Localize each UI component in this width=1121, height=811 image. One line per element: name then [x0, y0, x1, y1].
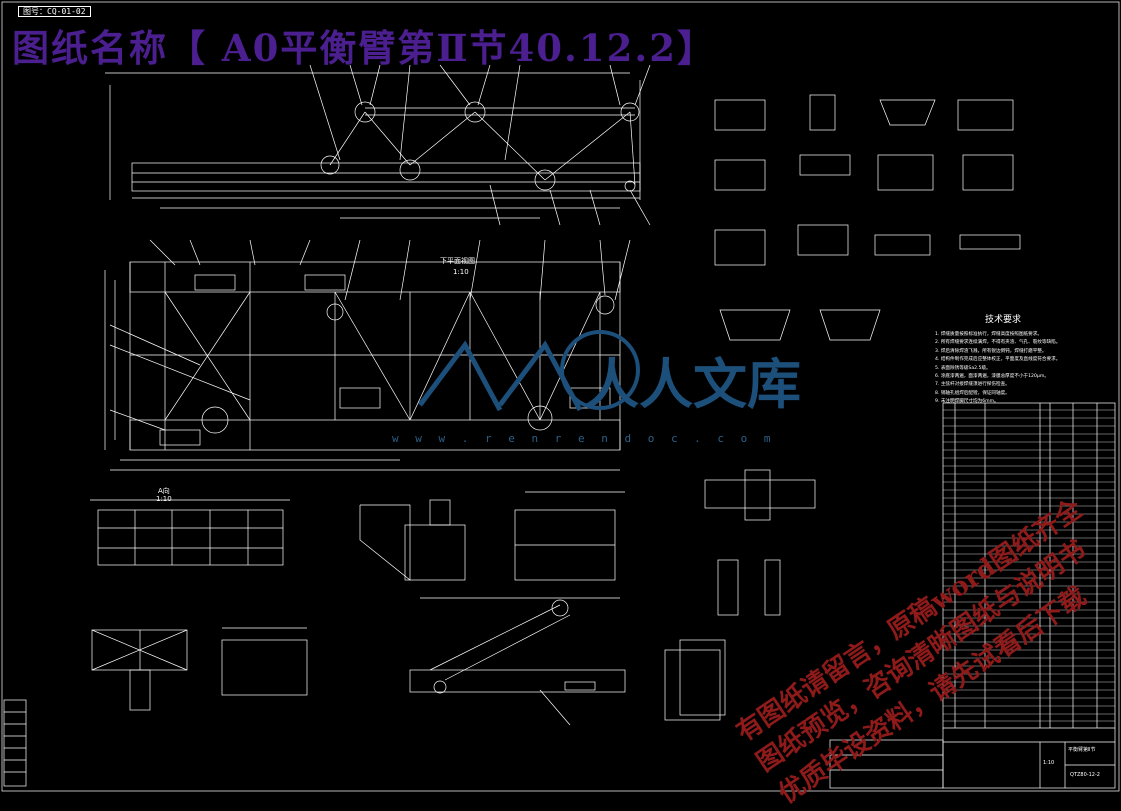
- revision-block: [3, 699, 27, 787]
- tech-note: 6. 涂底漆两遍，面漆两遍，漆膜总厚度不小于120μm。: [935, 374, 1049, 380]
- url-watermark: w w w . r e n r e n d o c . c o m: [392, 432, 776, 445]
- section-views: [664, 94, 1021, 721]
- drawing-title: 图纸名称【 A0平衡臂第Ⅱ节40.12.2】: [12, 26, 717, 70]
- title-strip: [829, 739, 944, 789]
- tech-note: 2. 所有焊缝要求连续满焊，不得有夹渣、气孔、裂纹等缺陷。: [935, 340, 1061, 346]
- title-block-drawing-no: QTZ80-12-2: [1070, 772, 1100, 778]
- tech-note: 5. 表面除锈等级Sa2.5级。: [935, 365, 991, 371]
- plan-view: [104, 239, 631, 471]
- a-view-scale: 1:10: [156, 495, 172, 503]
- plan-view-label: 下平面视图: [440, 257, 475, 265]
- tech-note: 9. 未注明焊脚尺寸均为6mm。: [935, 399, 999, 405]
- tech-note: 1. 焊缝质量按照标准执行，焊缝高度按照图纸要求。: [935, 332, 1042, 337]
- drawing-border: [1, 1, 1120, 792]
- tech-requirements-title: 技术要求: [985, 315, 1022, 325]
- parts-list-rows: [943, 409, 1115, 722]
- drawing-linework: [1, 1, 1120, 792]
- tech-note: 4. 结构件制作完成后应整体校正，平面度及直线度符合要求。: [935, 357, 1061, 363]
- brand-logo-watermark: [418, 330, 640, 412]
- tech-requirements-list: 1. 焊缝质量按照标准执行，焊缝高度按照图纸要求。 2. 所有焊缝要求连续满焊，…: [935, 331, 1115, 407]
- plan-view-scale: 1:10: [453, 268, 469, 276]
- tech-note: 7. 主弦杆对接焊缝须进行探伤检查。: [935, 382, 1010, 388]
- detail-views-lower-left: [91, 491, 625, 711]
- tech-note: 3. 焊后清除焊渣飞溅，所有锐边倒钝，焊缝打磨平整。: [935, 348, 1047, 354]
- a-direction-view: [90, 499, 290, 566]
- elevation-view: [105, 64, 651, 226]
- brand-watermark-text: 人人文库: [585, 353, 801, 416]
- drawing-number-tag: 图号：CQ-01-02: [18, 6, 91, 17]
- a-view-label: A向: [158, 487, 170, 495]
- tech-note: 8. 销轴孔组焊后配镗，保证同轴度。: [935, 390, 1010, 396]
- title-block-name: 平衡臂第Ⅱ节: [1068, 747, 1096, 753]
- title-block-scale: 1:10: [1043, 760, 1055, 766]
- brace-detail-view: [409, 597, 626, 726]
